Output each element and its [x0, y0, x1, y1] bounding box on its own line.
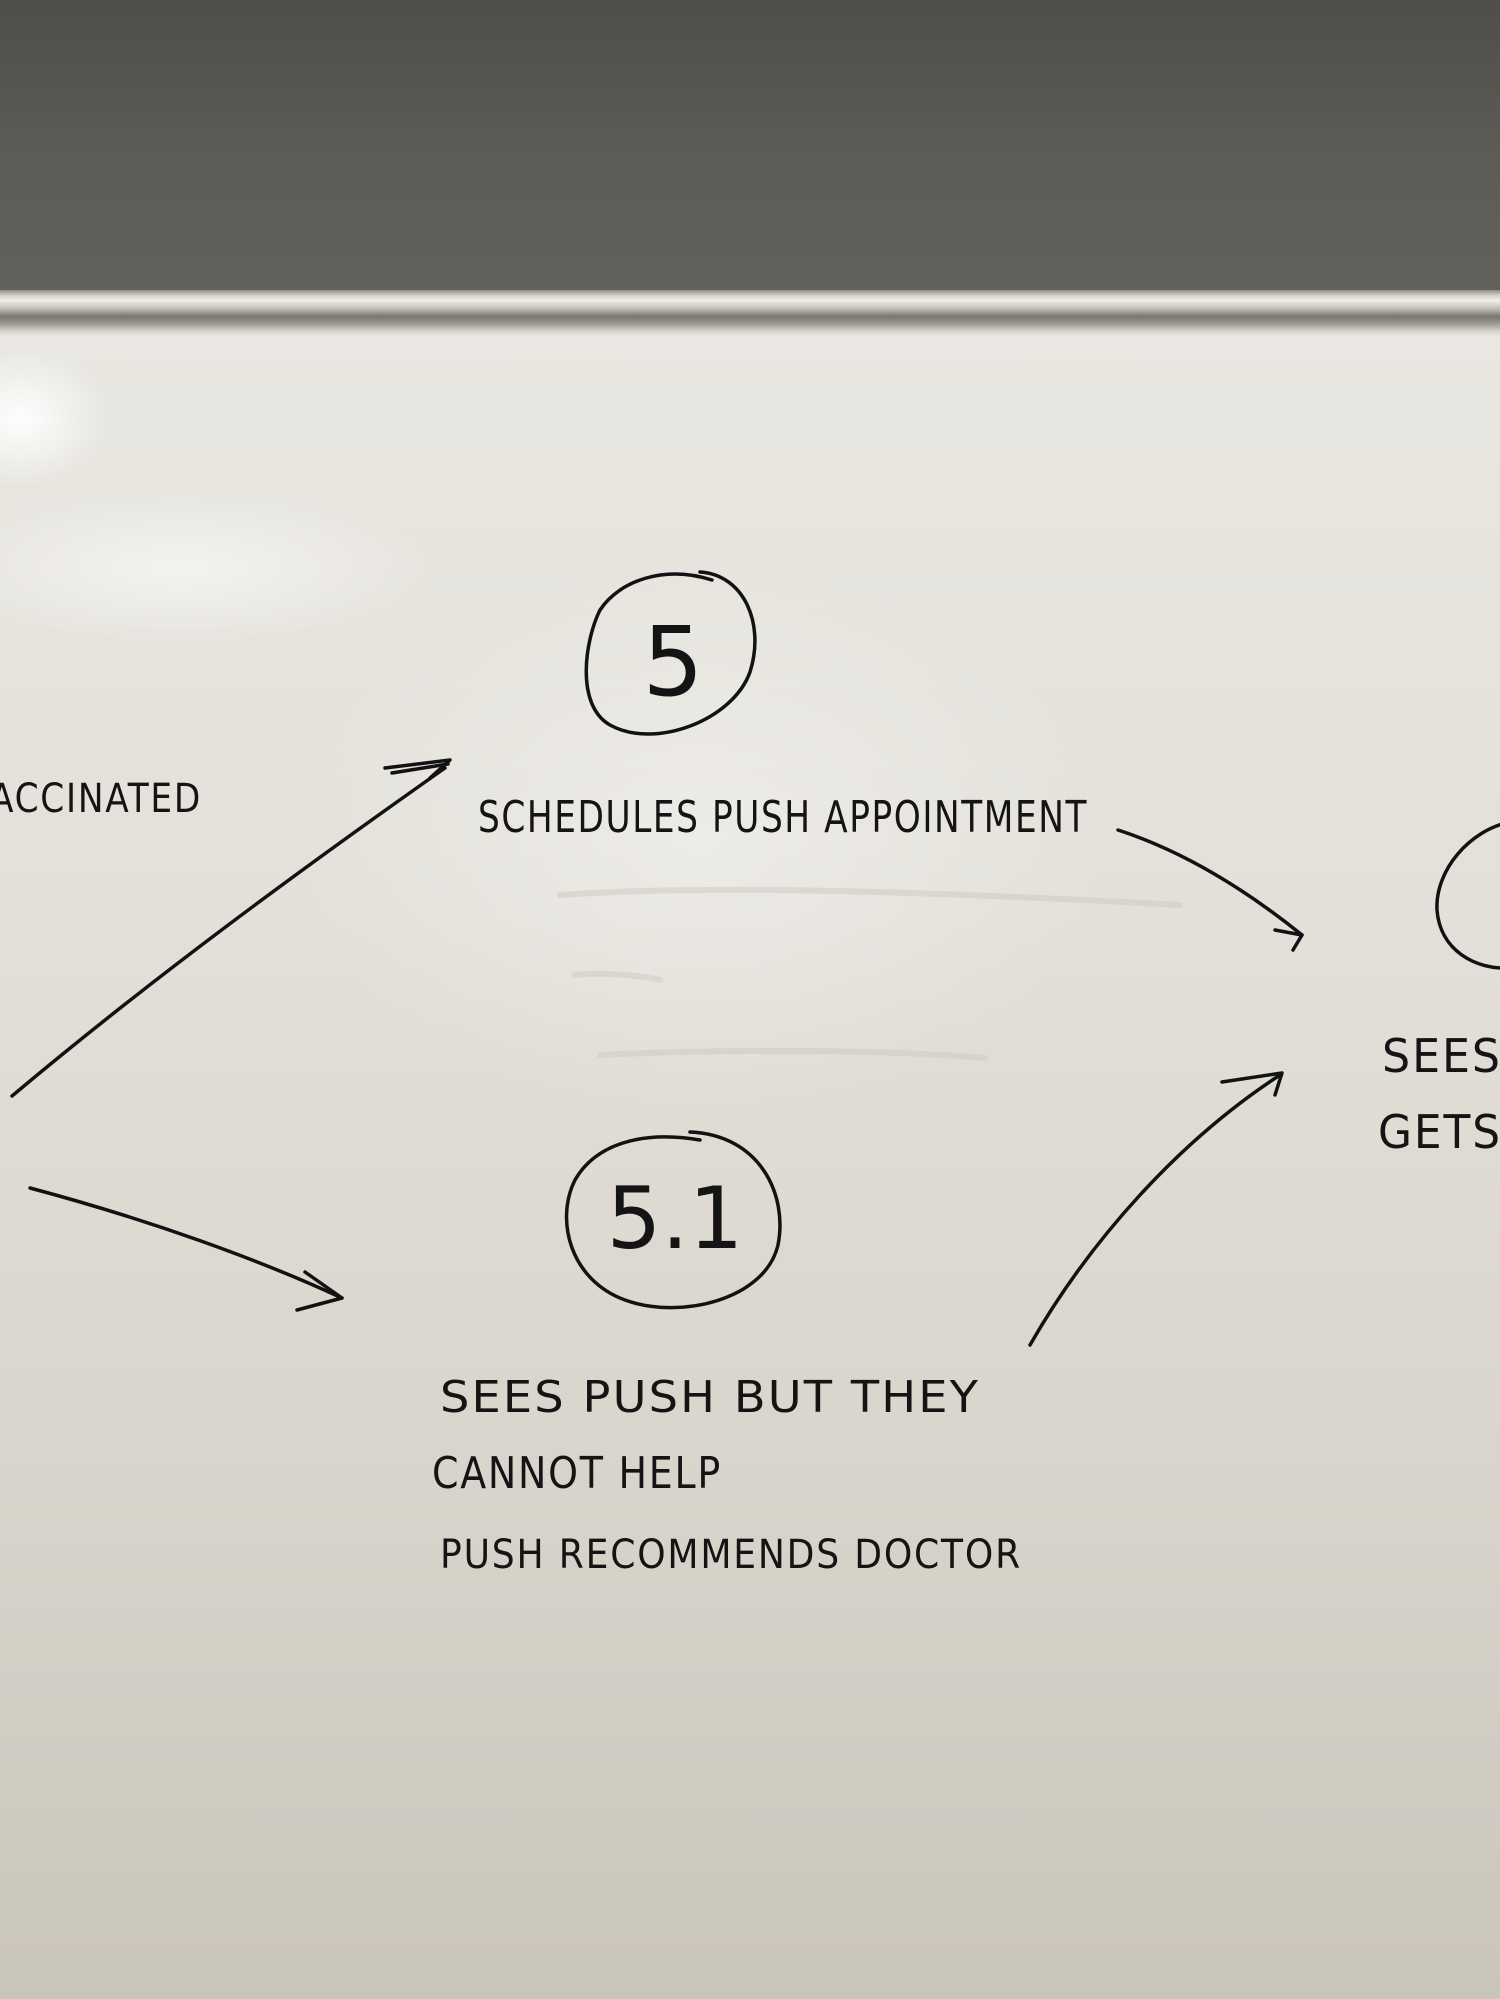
right-cropped-circle — [1435, 822, 1500, 970]
arrow-step-5-1-right — [1028, 1071, 1284, 1347]
arrow-left-up — [10, 758, 452, 1098]
arrow-step-5-right — [1116, 828, 1304, 952]
left-cropped-text: ACCINATED — [0, 776, 202, 822]
erased-writing-ghost — [557, 886, 1183, 1061]
step-5-1-node: 5.1 — [564, 1130, 782, 1310]
step-5-1-number: 5.1 — [607, 1169, 744, 1269]
wall — [0, 0, 1500, 300]
step-5-circle — [584, 570, 757, 736]
right-cropped-line-1: SEES — [1382, 1029, 1500, 1083]
step-5-node: 5 — [584, 570, 757, 736]
whiteboard-marker-tray — [0, 290, 1500, 338]
step-5-1-circle — [564, 1130, 782, 1310]
right-cropped-node: SEES GETS — [1378, 822, 1500, 1159]
arrow-left-down — [28, 1186, 344, 1312]
step-5-1-line-3: PUSH RECOMMENDS DOCTOR — [440, 1532, 1022, 1578]
step-5-number: 5 — [642, 606, 703, 718]
step-5-1-line-1: SEES PUSH BUT THEY — [440, 1372, 980, 1423]
right-cropped-line-2: GETS — [1378, 1105, 1500, 1159]
step-5-label: SCHEDULES PUSH APPOINTMENT — [478, 792, 1088, 843]
step-5-1-line-2: CANNOT HELP — [432, 1448, 722, 1499]
